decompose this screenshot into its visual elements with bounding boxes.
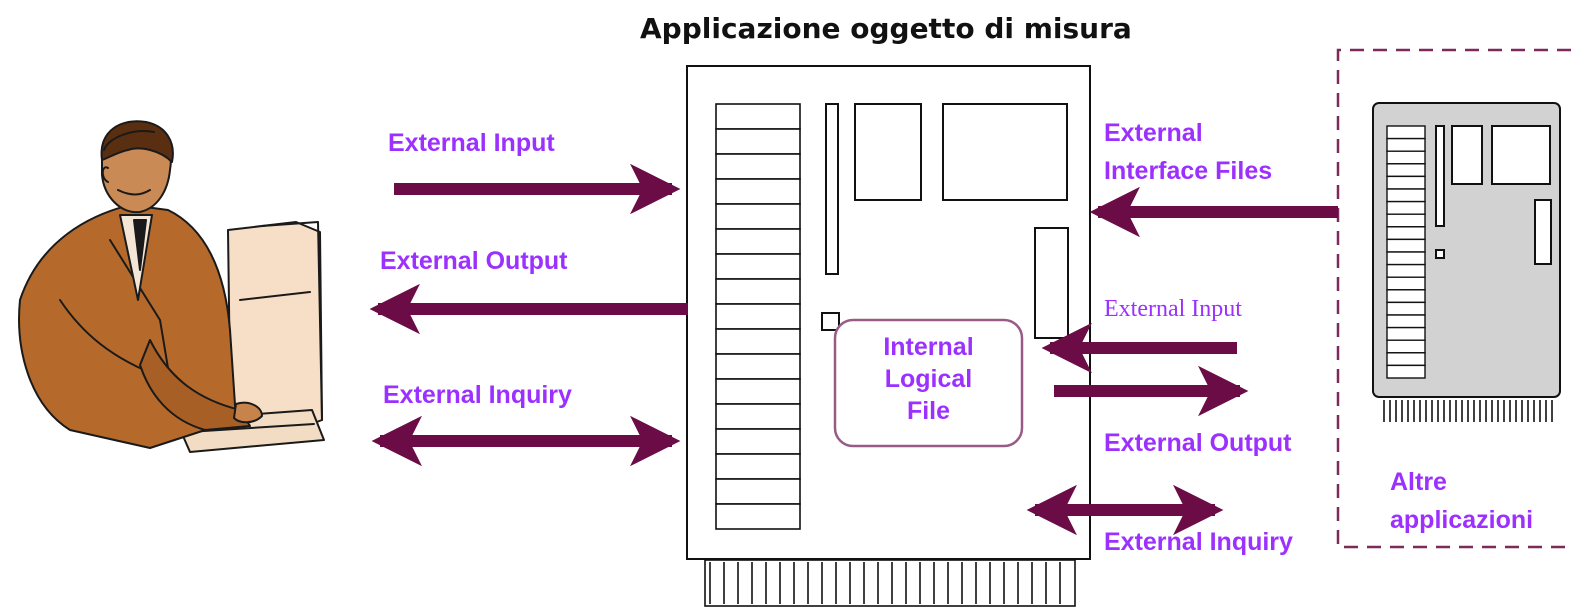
board-slot — [715, 328, 801, 355]
board-slot — [1386, 314, 1426, 329]
board-pin-frame — [704, 559, 1076, 607]
board-slot — [715, 403, 801, 430]
board-slot — [715, 153, 801, 180]
other-board-connector-row — [1386, 125, 1426, 379]
board-slot — [1386, 213, 1426, 228]
board-slot — [1386, 289, 1426, 304]
label-external-inquiry-left: External Inquiry — [383, 381, 572, 409]
arrows — [369, 163, 1338, 536]
board-slot — [1386, 226, 1426, 241]
board-slot — [715, 128, 801, 155]
board-slot — [715, 203, 801, 230]
board-slot — [1386, 188, 1426, 203]
board-chip-tall — [1034, 227, 1069, 339]
diagram-title: Applicazione oggetto di misura — [640, 12, 1132, 45]
internal-logical-file-box — [833, 318, 1024, 448]
board-slot — [1386, 352, 1426, 367]
board-chip-small — [821, 312, 840, 331]
ilf-label-line3: File — [906, 397, 951, 425]
board-slot — [715, 428, 801, 455]
label-external-input-right: External Input — [1104, 296, 1242, 322]
board-chip — [854, 103, 922, 201]
ilf-label-line1: Internal — [883, 333, 974, 361]
board-slot — [715, 378, 801, 405]
label-external-input-left: External Input — [388, 129, 555, 157]
board-slot — [1386, 125, 1426, 140]
board-slot — [1386, 339, 1426, 354]
board-slot — [715, 228, 801, 255]
board-slot — [1386, 276, 1426, 291]
board-slot — [715, 253, 801, 280]
label-external-interface-files-line1: External — [1104, 119, 1203, 147]
other-board-edge-pins — [1383, 400, 1553, 422]
board-slot — [1386, 137, 1426, 152]
board-slot — [1386, 301, 1426, 316]
board-slot — [715, 278, 801, 305]
board-slot — [1386, 263, 1426, 278]
board-slot — [715, 103, 801, 130]
board-slot — [1386, 251, 1426, 266]
other-apps-label-line1: Altre — [1390, 468, 1447, 496]
person-at-computer-icon — [18, 120, 325, 453]
board-slot — [1386, 150, 1426, 165]
board-slot — [1386, 200, 1426, 215]
board-slot — [715, 503, 801, 530]
main-board-edge-pins — [704, 559, 1076, 607]
ilf-label-line2: Logical — [884, 365, 973, 393]
board-slot — [715, 303, 801, 330]
board-slot — [1386, 326, 1426, 341]
board-slot — [715, 478, 801, 505]
label-external-output-left: External Output — [380, 247, 568, 275]
board-slot — [1386, 175, 1426, 190]
other-applications-boundary — [1336, 48, 1571, 549]
main-board-connector-row — [715, 103, 801, 530]
board-slot — [1386, 364, 1426, 379]
label-external-inquiry-right: External Inquiry — [1104, 528, 1293, 556]
board-slot — [715, 453, 801, 480]
label-external-output-right: External Output — [1104, 429, 1292, 457]
board-slot — [715, 178, 801, 205]
board-chip-slot — [825, 103, 839, 275]
board-chip-large — [942, 103, 1068, 201]
board-slot — [715, 353, 801, 380]
board-slot — [1386, 238, 1426, 253]
board-slot — [1386, 163, 1426, 178]
other-apps-label-line2: applicazioni — [1390, 506, 1534, 534]
label-external-interface-files-line2: Interface Files — [1104, 157, 1273, 185]
